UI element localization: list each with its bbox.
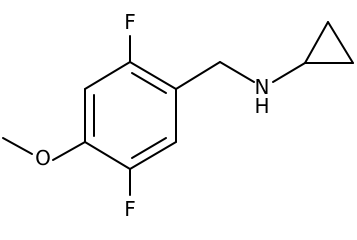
cyclopropyl-bond-1 — [304, 21, 329, 64]
nitrogen-label: N — [255, 75, 270, 99]
ring-double-bond-c3-c4 — [131, 137, 167, 159]
ring-bond-c6-c1 — [84, 61, 131, 90]
bond-ch2-nitrogen — [219, 61, 255, 83]
ring-double-bond-c1-c2 — [131, 72, 167, 94]
benzene-ring — [84, 61, 177, 170]
ring-bond-c3-c4 — [129, 141, 177, 170]
cyclopropyl-ring — [304, 21, 354, 64]
ring-bond-c1-c2 — [129, 61, 177, 90]
fluorine-top-label: F — [124, 10, 136, 34]
bond-nitrogen-cyclopropyl — [272, 62, 306, 83]
oxygen-label: O — [35, 146, 51, 170]
ring-bond-c4-c5 — [84, 141, 131, 170]
bond-c2-ch2 — [175, 61, 221, 90]
bond-oxygen-methyl — [2, 137, 33, 155]
fluorine-bottom-label: F — [124, 197, 136, 221]
hydrogen-label: H — [254, 94, 269, 118]
cyclopropyl-bond-2 — [327, 21, 354, 64]
chemical-structure-diagram: F F N H O — [2, 10, 354, 221]
bond-c5-oxygen — [52, 141, 86, 161]
